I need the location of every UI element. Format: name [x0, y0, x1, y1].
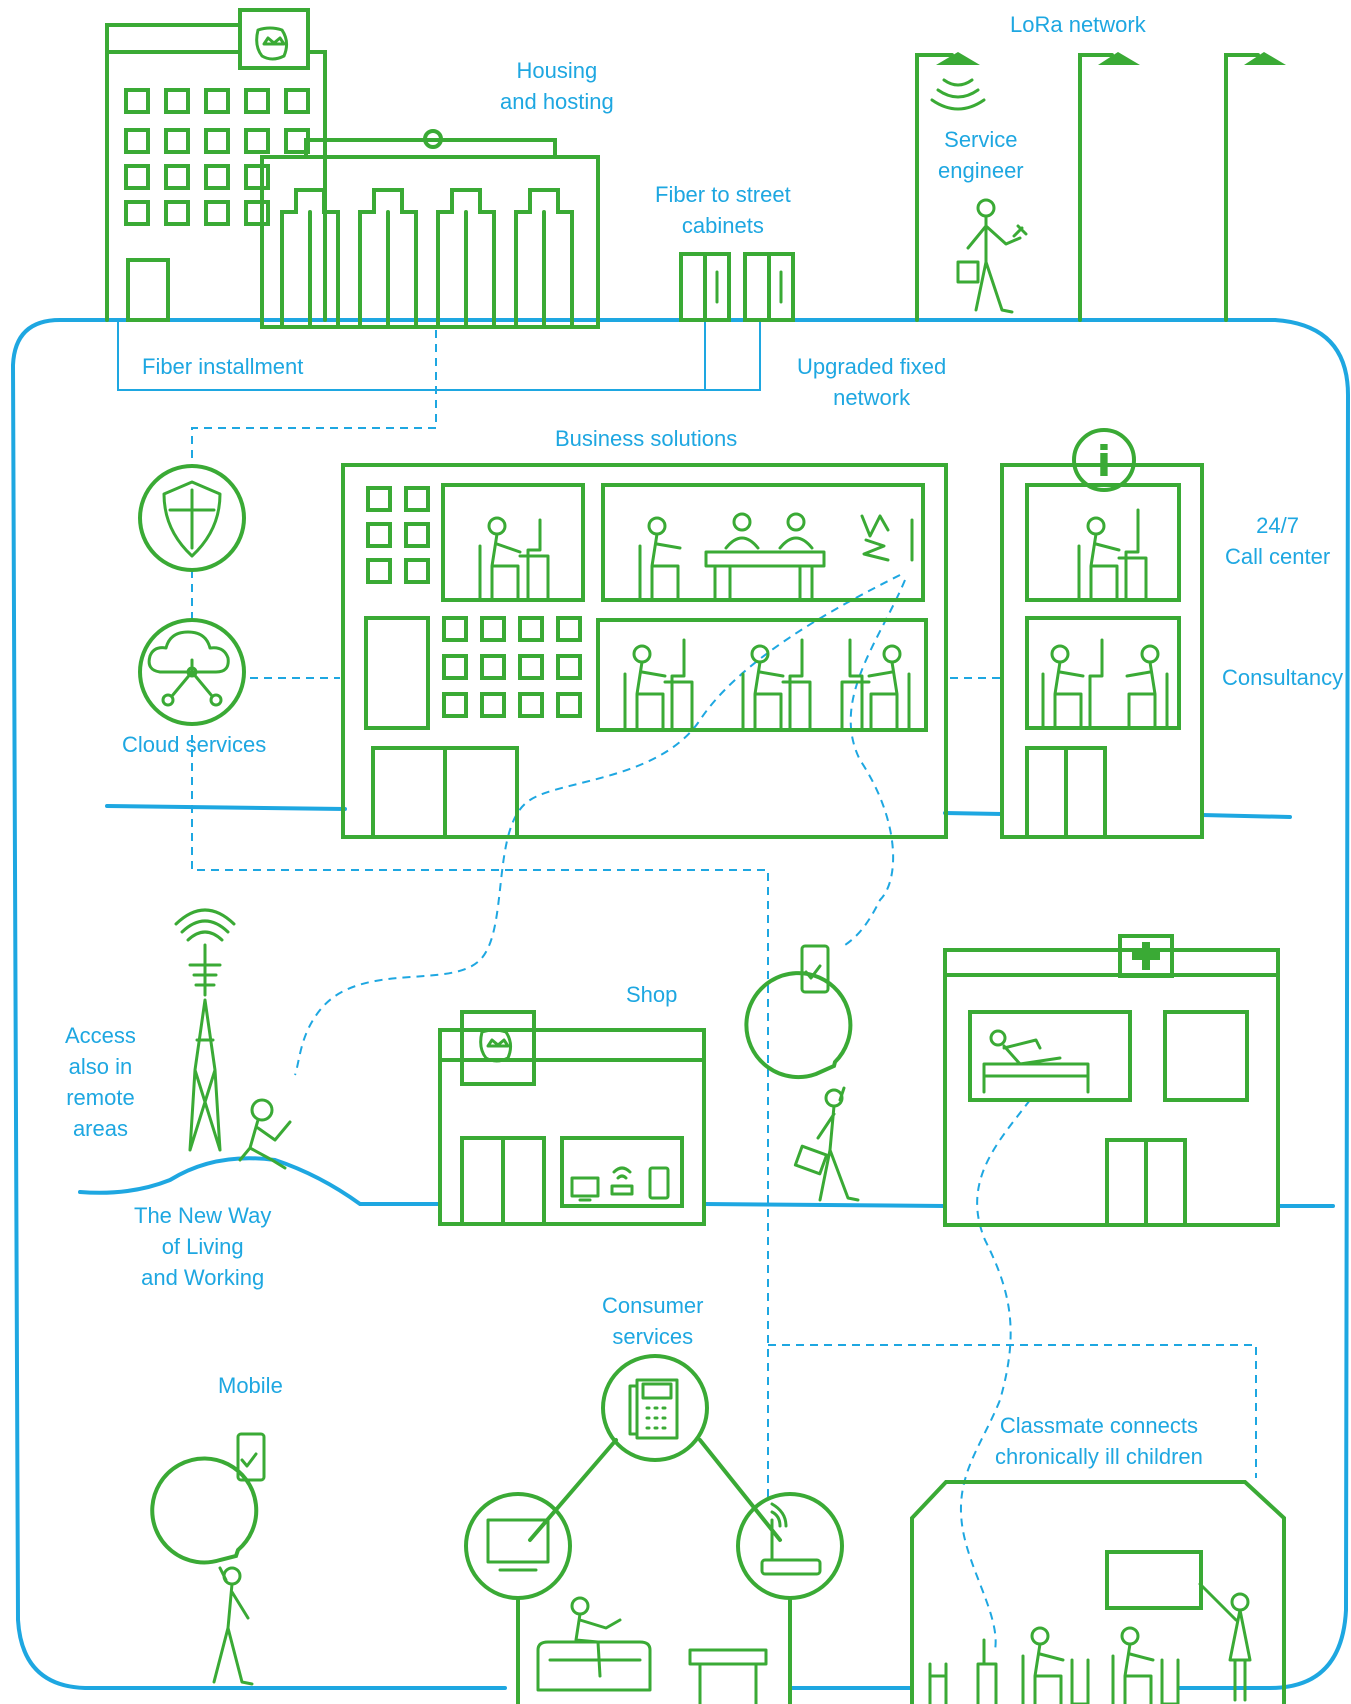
couch-with-person [536, 1596, 768, 1704]
kpn-logo-icon [255, 26, 289, 61]
lora-network-label: LoRa network [1010, 12, 1146, 37]
lora-lamps [915, 52, 1286, 322]
walking-person-briefcase [793, 1086, 860, 1202]
business-small-windows [366, 486, 582, 718]
consumer-services [464, 1354, 844, 1704]
new-way-label: The New Way of Living and Working [134, 1203, 272, 1290]
mobile-label: Mobile [218, 1373, 283, 1398]
desk-phone-icon [628, 1378, 679, 1440]
fiber-street-cabinets-label: Fiber to street cabinets [655, 182, 791, 238]
shop-products [570, 1166, 670, 1202]
patient-in-bed [982, 1029, 1090, 1094]
shield-icon [162, 480, 222, 558]
router-icon [760, 1502, 822, 1576]
call-center-workers [1041, 508, 1169, 730]
housing-hosting-label: Housing and hosting [500, 58, 614, 114]
street-cabinets [679, 252, 795, 322]
hospital-building [943, 934, 1280, 1227]
office-door [126, 258, 170, 322]
service-engineer-figure [956, 198, 1028, 314]
service-engineer-label: Service engineer [938, 127, 1024, 183]
fiber-lines [117, 322, 761, 391]
kpn-logo-icon [479, 1028, 513, 1063]
server-racks [280, 188, 574, 329]
data-center-building [260, 129, 600, 329]
business-solutions-label: Business solutions [555, 426, 738, 451]
business-building [341, 463, 948, 839]
cloud-icon [147, 630, 230, 674]
info-icon-glyph: i [1097, 437, 1111, 486]
call-center-building: i [1000, 428, 1204, 839]
consultancy-label: Consultancy [1222, 665, 1344, 690]
cloud-services-label: Cloud services [122, 732, 267, 757]
street-lines [78, 804, 1335, 1690]
access-remote-areas-label: Access also in remote areas [65, 1023, 136, 1141]
classroom-building [910, 1480, 1286, 1704]
cloud-services-circle [138, 618, 246, 726]
office-windows [124, 88, 310, 226]
phone-bubble-center [744, 944, 853, 1080]
tv-icon [486, 1518, 550, 1572]
office-workers [478, 512, 914, 730]
cell-tower [174, 908, 236, 1152]
security-shield-circle [138, 464, 246, 572]
shop-label: Shop [626, 982, 678, 1007]
walking-person-phone [212, 1566, 254, 1686]
person-with-laptop [238, 1098, 292, 1170]
smartphone-icon [236, 1432, 266, 1482]
call-center-label: 24/7 Call center [1225, 513, 1331, 569]
kpn-office-building [105, 8, 327, 322]
phone-bubble-mobile [150, 1432, 266, 1565]
fiber-installment-label: Fiber installment [142, 354, 304, 379]
classmate-label: Classmate connects chronically ill child… [995, 1413, 1203, 1469]
teacher-and-students [928, 1582, 1252, 1704]
upgraded-fixed-network-label: Upgraded fixed network [797, 354, 947, 410]
kpn-shop [438, 1010, 706, 1226]
consumer-services-label: Consumer services [602, 1293, 704, 1349]
smartphone-icon [800, 944, 830, 994]
info-icon [1072, 428, 1136, 492]
dashed-connections [191, 330, 1257, 1651]
medical-cross-icon [1132, 942, 1160, 970]
